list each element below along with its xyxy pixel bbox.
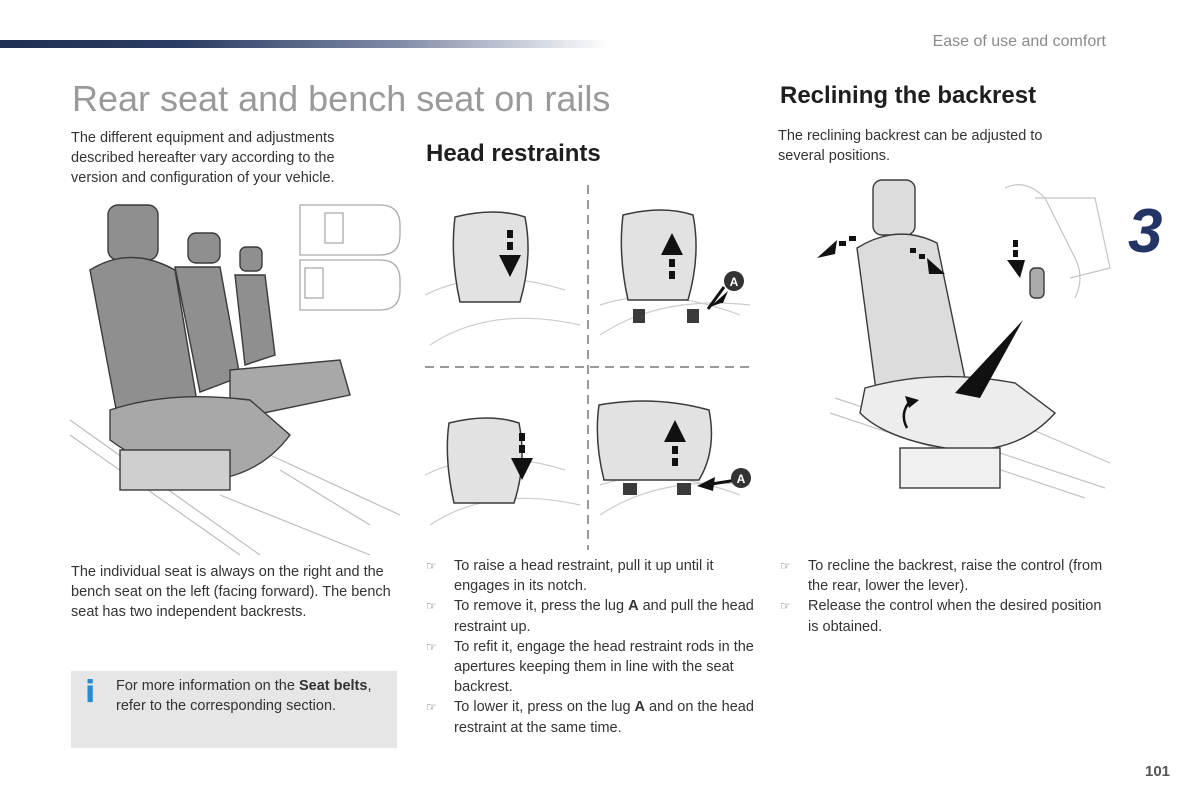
list-item: ☞To remove it, press the lug A and pull … (426, 598, 754, 635)
pointing-finger-icon: ☞ (426, 639, 437, 654)
info-box: i For more information on the Seat belts… (71, 671, 397, 748)
info-text: For more information on the Seat belts, … (116, 678, 372, 714)
info-icon: i (85, 675, 96, 710)
page-number: 101 (1145, 763, 1171, 780)
page-title: Rear seat and bench seat on rails (72, 78, 611, 119)
lug-label: A (730, 275, 739, 289)
pointing-finger-icon: ☞ (426, 700, 437, 715)
pointing-finger-icon: ☞ (426, 599, 437, 614)
head-restraint-illustration: A A (424, 185, 755, 550)
head-restraints-title: Head restraints (426, 140, 601, 167)
lug-label: A (737, 472, 746, 486)
description-text: The individual seat is always on the rig… (71, 564, 391, 620)
list-item: ☞Release the control when the desired po… (780, 598, 1102, 635)
head-restraints-list: ☞To raise a head restraint, pull it up u… (426, 556, 756, 738)
pointing-finger-icon: ☞ (780, 599, 791, 614)
chapter-number: 3 (1128, 197, 1163, 266)
reclining-title: Reclining the backrest (780, 82, 1037, 109)
seats-illustration (69, 204, 401, 556)
list-item: ☞To lower it, press on the lug A and on … (426, 699, 754, 736)
intro-text: The different equipment and adjustments … (71, 130, 335, 186)
chapter-title: Ease of use and comfort (932, 33, 1106, 50)
reclining-illustration (817, 179, 1111, 499)
header-bar (0, 40, 610, 48)
info-link-label: Seat belts (298, 678, 368, 694)
pointing-finger-icon: ☞ (780, 559, 791, 573)
reclining-intro: The reclining backrest can be adjusted t… (778, 128, 1043, 164)
pointing-finger-icon: ☞ (426, 559, 437, 573)
list-item: ☞To recline the backrest, raise the cont… (780, 558, 1103, 595)
list-item: ☞To raise a head restraint, pull it up u… (426, 558, 714, 595)
reclining-list: ☞To recline the backrest, raise the cont… (780, 556, 1110, 637)
list-item: ☞To refit it, engage the head restraint … (426, 638, 754, 696)
